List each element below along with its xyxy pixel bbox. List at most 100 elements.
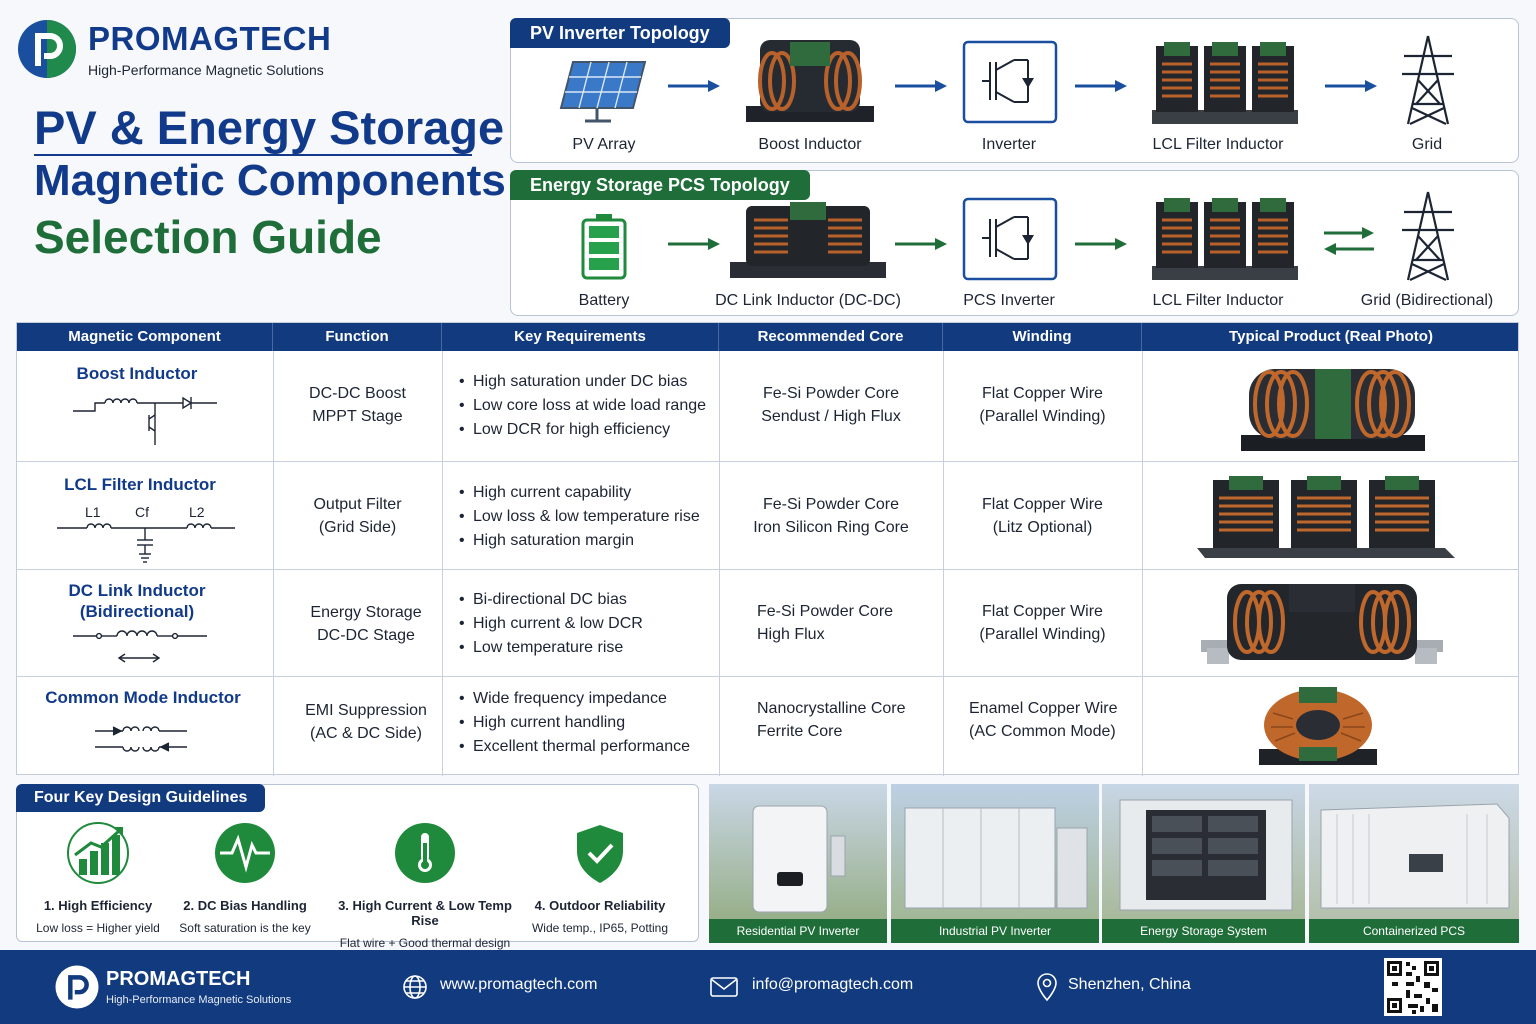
requirements-list: Bi-directional DC bias High current & lo… bbox=[459, 588, 719, 660]
footer-email-link[interactable]: info@promagtech.com bbox=[752, 976, 914, 993]
brand-name: PROMAGTECH bbox=[88, 20, 332, 57]
energy-storage-image bbox=[1119, 799, 1293, 911]
containerized-pcs-image bbox=[1320, 803, 1510, 909]
pcs-inverter-node-label: PCS Inverter bbox=[963, 292, 1055, 309]
boost-inductor-icon bbox=[746, 40, 874, 122]
guideline-item: 3. High Current & Low Temp Rise Flat wir… bbox=[327, 821, 523, 950]
arrow-right-icon bbox=[668, 80, 720, 92]
bidirectional-arrow-icon bbox=[1324, 227, 1374, 255]
winding-cell: Flat Copper Wire (Parallel Winding) bbox=[979, 385, 1106, 425]
mail-icon bbox=[710, 977, 738, 997]
guideline-title: 1. High Efficiency bbox=[43, 898, 153, 913]
winding-cell: Flat Copper Wire (Litz Optional) bbox=[982, 496, 1103, 536]
lcl-filter-inductor-photo bbox=[1197, 476, 1455, 558]
table-row: Common Mode Inductor EMI Suppression (AC… bbox=[17, 676, 1518, 776]
header-function: Function bbox=[273, 323, 442, 351]
component-table: Magnetic Component Function Key Requirem… bbox=[16, 322, 1519, 776]
function-cell: Output Filter (Grid Side) bbox=[313, 496, 402, 536]
photo-industrial-inverter: Industrial PV Inverter bbox=[891, 784, 1099, 943]
requirements-list: High saturation under DC bias Low core l… bbox=[459, 370, 719, 442]
waveform-icon bbox=[215, 823, 275, 883]
igbt-inverter-icon bbox=[962, 40, 1058, 124]
guideline-subtitle: Soft saturation is the key bbox=[179, 921, 311, 935]
boost-circuit-schematic bbox=[73, 396, 217, 445]
arrow-right-icon bbox=[895, 80, 947, 92]
photo-energy-storage: Energy Storage System bbox=[1102, 784, 1305, 943]
requirements-list: High current capability Low loss & low t… bbox=[459, 481, 721, 553]
photo-residential-inverter: Residential PV Inverter bbox=[709, 784, 887, 943]
photo-caption: Industrial PV Inverter bbox=[891, 919, 1099, 943]
guideline-title: 4. Outdoor Reliability bbox=[534, 898, 666, 913]
brand-logo-icon bbox=[18, 20, 76, 78]
schematic-label-l1: L1 bbox=[85, 504, 101, 520]
igbt-inverter-icon bbox=[962, 197, 1058, 281]
footer-location: Shenzhen, China bbox=[1068, 976, 1191, 993]
power-tower-icon bbox=[1402, 35, 1454, 125]
winding-cell: Enamel Copper Wire (AC Common Mode) bbox=[969, 700, 1118, 740]
shield-check-icon bbox=[577, 825, 623, 883]
table-header: Magnetic Component Function Key Requirem… bbox=[17, 323, 1518, 351]
arrow-right-icon bbox=[1075, 80, 1127, 92]
footer-brand: PROMAGTECH bbox=[106, 968, 251, 990]
component-name: DC Link Inductor (Bidirectional) bbox=[68, 581, 206, 621]
qr-code-icon[interactable] bbox=[1384, 958, 1442, 1016]
component-name: LCL Filter Inductor bbox=[64, 475, 216, 494]
lcl-node-label-ess: LCL Filter Inductor bbox=[1152, 292, 1284, 309]
design-guidelines-panel: Four Key Design Guidelines 1. High Effic… bbox=[13, 784, 699, 950]
common-mode-schematic bbox=[95, 726, 187, 752]
photo-caption: Containerized PCS bbox=[1309, 919, 1519, 943]
dc-link-circuit-schematic bbox=[73, 630, 207, 663]
brand-tagline: High-Performance Magnetic Solutions bbox=[88, 62, 324, 78]
function-cell: Energy Storage DC-DC Stage bbox=[310, 604, 422, 644]
bar-chart-icon bbox=[67, 822, 129, 884]
grid-bidirectional-node-label: Grid (Bidirectional) bbox=[1360, 292, 1494, 309]
battery-node-label: Battery bbox=[578, 292, 630, 309]
photo-caption: Energy Storage System bbox=[1102, 919, 1305, 943]
footer-tagline: High-Performance Magnetic Solutions bbox=[106, 994, 292, 1006]
function-cell: DC-DC Boost MPPT Stage bbox=[309, 385, 406, 425]
dc-link-node-label: DC Link Inductor (DC-DC) bbox=[715, 292, 901, 309]
guideline-item: 1. High Efficiency Low loss = Higher yie… bbox=[13, 821, 183, 935]
table-row: DC Link Inductor (Bidirectional) Energy … bbox=[17, 569, 1518, 676]
guideline-item: 2. DC Bias Handling Soft saturation is t… bbox=[160, 821, 330, 935]
footer-website-link[interactable]: www.promagtech.com bbox=[440, 976, 598, 993]
schematic-label-l2: L2 bbox=[189, 504, 205, 520]
inverter-node-label: Inverter bbox=[981, 136, 1037, 153]
title-divider bbox=[34, 154, 472, 156]
common-mode-inductor-photo bbox=[1259, 687, 1377, 765]
boost-inductor-photo bbox=[1241, 369, 1425, 451]
ess-topology-label: Energy Storage PCS Topology bbox=[510, 170, 810, 200]
lcl-circuit-schematic bbox=[57, 523, 235, 563]
thermometer-icon bbox=[395, 823, 455, 883]
core-cell: Fe-Si Powder Core High Flux bbox=[757, 603, 894, 643]
header-requirements: Key Requirements bbox=[442, 323, 719, 351]
pv-node-label: PV Array bbox=[572, 136, 636, 153]
industrial-inverter-image bbox=[904, 807, 1088, 909]
power-tower-icon bbox=[1402, 191, 1454, 281]
residential-inverter-image bbox=[752, 805, 846, 913]
header-component: Magnetic Component bbox=[17, 323, 273, 351]
grid-node-label: Grid bbox=[1411, 136, 1443, 153]
component-name: Boost Inductor bbox=[76, 364, 198, 383]
boost-inductor-node-label: Boost Inductor bbox=[758, 136, 862, 153]
location-pin-icon bbox=[1037, 973, 1057, 1002]
guideline-title: 2. DC Bias Handling bbox=[183, 898, 307, 913]
guideline-subtitle: Low loss = Higher yield bbox=[36, 921, 160, 935]
table-row: Boost Inductor DC-DC Boost MPPT Stage Hi… bbox=[17, 351, 1518, 461]
header-core: Recommended Core bbox=[719, 323, 943, 351]
header-product: Typical Product (Real Photo) bbox=[1229, 328, 1433, 345]
header-winding: Winding bbox=[943, 323, 1142, 351]
pv-topology-label: PV Inverter Topology bbox=[510, 18, 730, 48]
photo-containerized-pcs: Containerized PCS bbox=[1309, 784, 1519, 943]
arrow-right-icon bbox=[1075, 238, 1127, 250]
arrow-right-icon bbox=[668, 238, 720, 250]
arrow-right-icon bbox=[1325, 80, 1377, 92]
lcl-filter-inductor-icon bbox=[1152, 198, 1298, 280]
battery-icon bbox=[581, 214, 627, 280]
schematic-label-cf: Cf bbox=[135, 504, 149, 520]
guideline-subtitle: Wide temp., IP65, Potting bbox=[531, 921, 669, 935]
guideline-item: 4. Outdoor Reliability Wide temp., IP65,… bbox=[515, 821, 685, 935]
arrow-right-icon bbox=[895, 238, 947, 250]
winding-cell: Flat Copper Wire (Parallel Winding) bbox=[979, 603, 1106, 643]
core-cell: Nanocrystalline Core Ferrite Core bbox=[757, 700, 906, 740]
